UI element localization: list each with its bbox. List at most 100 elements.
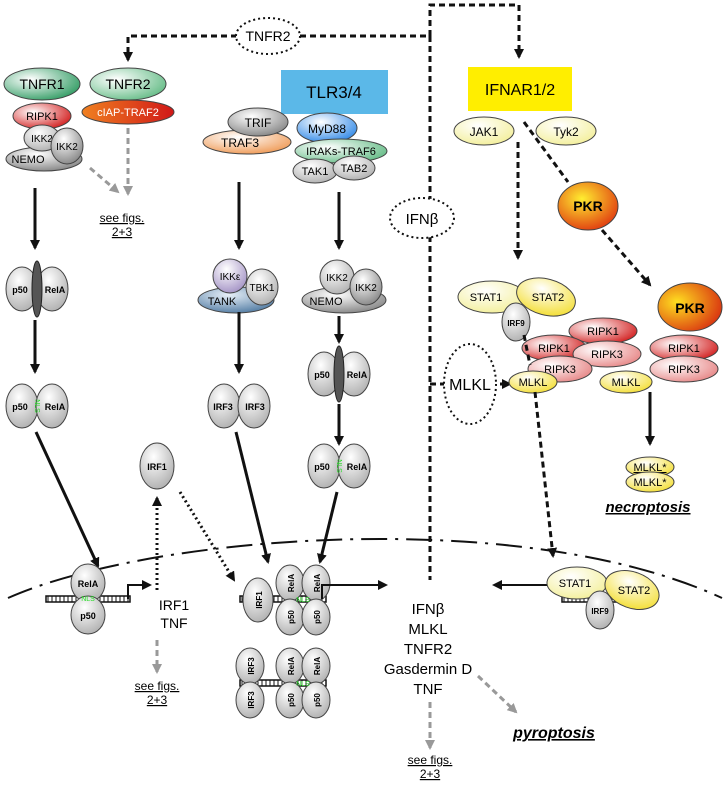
- jak-kinases: JAK1 Tyk2: [453, 116, 597, 146]
- gene-tnf-left: TNF: [160, 615, 187, 631]
- gene-irf1: IRF1: [159, 597, 190, 613]
- tbk1-label: TBK1: [249, 283, 274, 294]
- see-figs-line2: 2+3: [112, 225, 133, 239]
- pkr-label-b: PKR: [675, 300, 705, 316]
- ikk2-label-d: IKK2: [355, 283, 377, 294]
- tnfr2-cytokine: TNFR2: [235, 17, 301, 55]
- stat1-label: STAT1: [470, 292, 503, 304]
- irf1-protein: IRF1: [139, 442, 175, 490]
- nfkb-dimer-active-a: p50 RelA NLS: [5, 383, 69, 429]
- p50-label: p50: [314, 370, 330, 380]
- nfkb-dimer-b: p50 RelA: [307, 345, 371, 403]
- mlkl-phospho: MLKL* MLKL*: [625, 456, 675, 493]
- ifnar-receptor: IFNAR1/2: [468, 67, 572, 111]
- arrow-ifnar-pkr: [522, 121, 570, 183]
- p50-label: p50: [80, 611, 96, 621]
- rela-label: RelA: [78, 579, 99, 589]
- arrow-isgf3-nucleus: [533, 391, 558, 558]
- myd88-complex: MyD88 IRAKs-TRAF6 TAK1 TAB2: [292, 112, 388, 184]
- irf9-nuc-label: IRF9: [591, 607, 609, 616]
- tnfr2-label: TNFR2: [105, 76, 150, 92]
- trif-complex: TRAF3 TRIF: [202, 107, 292, 155]
- nls-label: NLS: [296, 681, 310, 688]
- irf3-dimer: IRF3 IRF3: [207, 383, 271, 429]
- tlr-label: TLR3/4: [306, 83, 362, 102]
- necrosome: PKR RIPK1 RIPK1 RIPK1 RIPK3 RIPK3 RIPK3 …: [508, 282, 723, 394]
- ripk3-a: RIPK3: [591, 349, 623, 361]
- ripk1-a: RIPK1: [587, 326, 619, 338]
- necroptosis-label: necroptosis: [605, 499, 690, 516]
- isgf3-cyto: STAT1 STAT2 IRF9: [457, 277, 576, 342]
- rela-label: RelA: [45, 285, 66, 295]
- irf9-label: IRF9: [507, 319, 525, 328]
- pkr-label: PKR: [573, 198, 603, 214]
- traf3-label: TRAF3: [221, 136, 259, 150]
- see-figs-center-2: 2+3: [420, 767, 441, 781]
- mlkl-p-b: MLKL*: [633, 477, 667, 489]
- irf3-nuc-b: IRF3: [247, 691, 256, 709]
- nemo-label-b: NEMO: [310, 296, 343, 308]
- ikk2-label-b: IKK2: [56, 142, 78, 153]
- nfkb-dimer-active-b: p50 RelA NLS: [307, 443, 371, 489]
- gene-gasdermin-d: Gasdermin D: [384, 661, 473, 678]
- stat2-label: STAT2: [532, 292, 565, 304]
- p50-label: p50: [287, 610, 296, 624]
- arrow-to-nucleus-a: [34, 431, 100, 568]
- dna-right: STAT1 STAT2 IRF9: [492, 566, 660, 630]
- irf1-nuc-label: IRF1: [255, 591, 264, 609]
- gene-mlkl: MLKL: [408, 621, 447, 638]
- see-figs-center-1: see figs.: [408, 753, 453, 767]
- mlkl-cytokine-loop: MLKL: [430, 343, 512, 425]
- dna-center: IRF1 RelA p50 RelA p50 NLS: [239, 564, 388, 636]
- tak1-label: TAK1: [302, 166, 329, 178]
- tnfr2-cytokine-label: TNFR2: [245, 28, 290, 44]
- p50-label: p50: [12, 402, 28, 412]
- arrow-isgf3-a: [522, 334, 532, 366]
- irf3-nuc-a: IRF3: [247, 657, 256, 675]
- tnfr2-feedback-lines: [123, 3, 524, 580]
- arrow-pyroptosis: [476, 674, 518, 714]
- see-figs-top: see figs. 2+3: [89, 128, 144, 239]
- rela-label: RelA: [313, 657, 322, 675]
- p50-label: p50: [313, 610, 322, 624]
- stat2-nuc-label: STAT2: [618, 585, 651, 597]
- pkr-cyto: PKR: [557, 181, 619, 231]
- nemo-label: NEMO: [12, 154, 45, 166]
- irf3-label-b: IRF3: [245, 402, 265, 412]
- jak1-label: JAK1: [470, 125, 499, 139]
- rela-label: RelA: [347, 462, 368, 472]
- see-figs-left-2: 2+3: [147, 693, 168, 707]
- tnfr1-label: TNFR1: [19, 76, 64, 92]
- ciap-traf2-label: cIAP-TRAF2: [97, 107, 159, 119]
- ikk2-label-a: IKK2: [31, 134, 53, 145]
- mlkl-p-a: MLKL*: [633, 462, 667, 474]
- ifnb-label: IFNβ: [406, 211, 439, 228]
- pyroptosis-label: pyroptosis: [512, 725, 595, 742]
- stat1-nuc-label: STAT1: [559, 578, 592, 590]
- nls-label: NLS: [335, 459, 342, 473]
- tab2-label: TAB2: [341, 163, 368, 175]
- dna-center-lower: IRF3 IRF3 RelA p50 RelA p50 NLS: [235, 647, 331, 719]
- tnfr2-complex: TNFR2 cIAP-TRAF2: [81, 67, 175, 125]
- p50-label: p50: [287, 693, 296, 707]
- rela-label: RelA: [287, 657, 296, 675]
- arrow-pkr-necrosome: [600, 229, 652, 287]
- ripk3-c: RIPK3: [668, 364, 700, 376]
- rela-label: RelA: [45, 402, 66, 412]
- rela-label: RelA: [287, 574, 296, 592]
- rela-label: RelA: [313, 574, 322, 592]
- gene-tnfr2: TNFR2: [404, 641, 452, 658]
- ikk2-label-c: IKK2: [326, 273, 348, 284]
- gene-ifnb: IFNβ: [412, 601, 445, 618]
- rela-label: RelA: [347, 370, 368, 380]
- nfkb-dimer-a: p50 RelA: [5, 260, 69, 318]
- irf3-label-a: IRF3: [213, 402, 233, 412]
- ikke-label: IKKε: [220, 272, 241, 283]
- iraks-traf6-label: IRAKs-TRAF6: [306, 146, 376, 158]
- ripk3-b: RIPK3: [544, 364, 576, 376]
- nls-label: NLS: [33, 399, 40, 413]
- ripk1-c: RIPK1: [668, 343, 700, 355]
- nls-label: NLS: [296, 597, 310, 604]
- p50-label: p50: [313, 693, 322, 707]
